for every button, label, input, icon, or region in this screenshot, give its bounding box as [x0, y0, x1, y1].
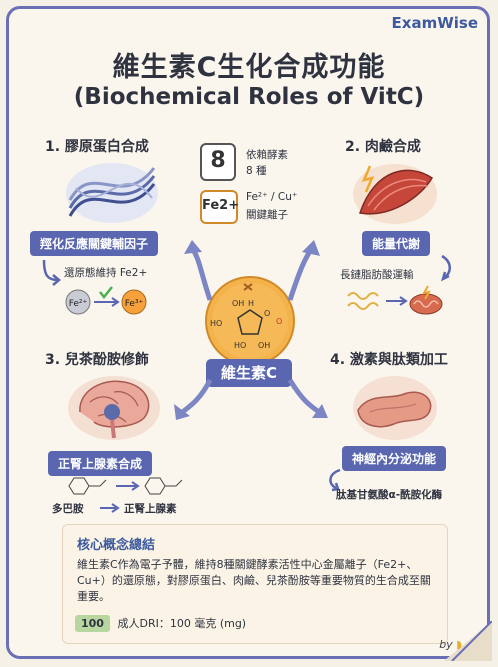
- dri-row: 100 成人DRI：100 毫克 (mg): [75, 615, 246, 632]
- fe3-label: Fe³⁺: [125, 299, 144, 309]
- fatty-acid-transport-illustration: [347, 285, 443, 315]
- section-carnitine-title: 2. 肉鹼合成: [345, 139, 421, 155]
- center-arrows: [174, 240, 328, 420]
- muscle-illustration: [353, 164, 437, 224]
- page-subtitle: (Biochemical Roles of VitC): [73, 84, 425, 110]
- carnitine-pill: 能量代謝: [362, 231, 431, 256]
- page-curl-corner: [444, 621, 492, 661]
- svg-text:O: O: [276, 317, 282, 326]
- hormone-note: 肽基甘氨酸α-酰胺化酶: [336, 489, 443, 501]
- hormone-pill: 神經內分泌功能: [342, 446, 447, 471]
- signature: by ◗: [439, 638, 462, 651]
- fe-conversion-diagram: Fe²⁺ Fe³⁺: [65, 286, 147, 315]
- dopamine-label: 多巴胺: [52, 503, 84, 515]
- brain-illustration: [68, 376, 160, 440]
- svg-text:OH: OH: [232, 299, 244, 308]
- svg-text:HO: HO: [234, 341, 246, 350]
- norepinephrine-label: 正腎上腺素: [124, 503, 177, 515]
- svg-text:H: H: [248, 299, 254, 308]
- collagen-note: 還原態維持 Fe2+: [64, 267, 148, 279]
- collagen-arrow-icon: [42, 259, 61, 286]
- ion-line1: Fe²⁺ / Cu⁺: [246, 191, 298, 203]
- enzyme-count-line2: 8 種: [246, 165, 267, 177]
- page-title: 維生素C生化合成功能: [112, 52, 386, 83]
- section-collagen-title: 1. 膠原蛋白合成: [45, 139, 149, 155]
- fe2-label: Fe²⁺: [69, 299, 88, 309]
- dri-text: 成人DRI：100 毫克 (mg): [117, 617, 247, 630]
- catecholamine-pill: 正腎上腺素合成: [48, 451, 153, 476]
- dri-value: 100: [75, 615, 110, 632]
- enzyme-count-line1: 依賴酵素: [246, 149, 288, 161]
- vitamin-c-molecule: HO OH H O O HO OH: [205, 276, 295, 366]
- pancreas-illustration: [353, 376, 437, 440]
- cross-icon: [243, 283, 253, 291]
- ion-badge: Fe2+: [200, 190, 239, 224]
- summary-title: 核心概念總結: [77, 538, 156, 553]
- center-label: 維生素C: [206, 359, 292, 387]
- hormone-arrow-icon: [329, 468, 341, 492]
- collagen-fiber-illustration: [66, 163, 158, 223]
- ion-line2: 關鍵離子: [246, 209, 288, 221]
- svg-text:HO: HO: [210, 319, 222, 328]
- collagen-pill: 羥化反應關鍵輔因子: [30, 231, 159, 256]
- lightning-icon: [361, 165, 375, 193]
- dopamine-structure-diagram: [68, 477, 183, 495]
- svg-text:OH: OH: [258, 341, 270, 350]
- conversion-arrow-icon: [100, 503, 120, 513]
- summary-body: 維生素C作為電子予體，維持8種關鍵酵素活性中心金屬離子（Fe2+、Cu+）的還原…: [77, 558, 431, 603]
- section-hormone-title: 4. 激素與肽類加工: [330, 352, 448, 368]
- summary-box: 核心概念總結 維生素C作為電子予體，維持8種關鍵酵素活性中心金屬離子（Fe2+、…: [62, 524, 448, 644]
- banana-icon: ◗: [456, 638, 462, 651]
- brand-logo: ExamWise: [391, 14, 478, 32]
- section-catecholamine-title: 3. 兒茶酚胺修飾: [45, 352, 149, 368]
- enzyme-count-badge: 8: [200, 143, 236, 181]
- check-icon: [99, 286, 113, 300]
- carnitine-note: 長鏈脂肪酸運輸: [340, 269, 414, 281]
- carnitine-arrow-icon: [441, 254, 451, 282]
- svg-text:O: O: [264, 309, 270, 318]
